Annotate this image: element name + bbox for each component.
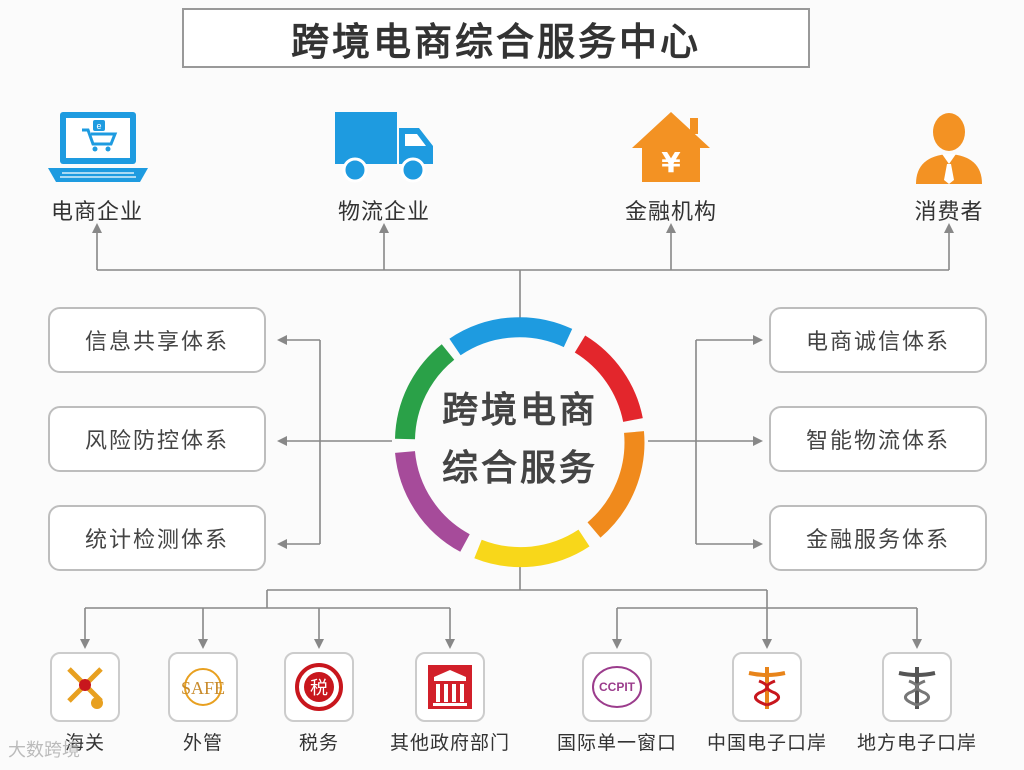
tax-emblem-icon: 税: [284, 652, 354, 722]
ring-segment-red: [574, 335, 643, 423]
customs-emblem-icon: [50, 652, 120, 722]
service-ring: [395, 317, 645, 568]
safe-logo-text: SAFE: [181, 678, 225, 698]
person-icon: [916, 113, 982, 184]
top-item-ecommerce: e 电商企业: [17, 108, 177, 226]
center-line-1: 跨境电商: [441, 390, 598, 431]
svg-text:¥: ¥: [661, 146, 681, 179]
top-item-logistics: 物流企业: [304, 108, 464, 226]
system-box-info-sharing: 信息共享体系: [48, 307, 266, 373]
top-item-consumer: 消费者: [869, 108, 1024, 226]
ring-segment-green: [395, 344, 455, 440]
gov-item-safe: SAFE 外管: [163, 652, 243, 755]
government-building-icon: [415, 652, 485, 722]
page-title: 跨境电商综合服务中心: [182, 8, 810, 68]
gov-item-local-eport: 地方电子口岸: [847, 652, 987, 755]
gov-item-customs: 海关: [45, 652, 125, 755]
system-box-statistics: 统计检测体系: [48, 505, 266, 571]
system-box-credit: 电商诚信体系: [769, 307, 987, 373]
top-item-label: 金融机构: [624, 200, 717, 225]
gov-item-china-eport: 中国电子口岸: [697, 652, 837, 755]
system-box-financial-service: 金融服务体系: [769, 505, 987, 571]
gov-item-other-gov: 其他政府部门: [380, 652, 520, 755]
gov-label: 其他政府部门: [389, 732, 510, 754]
system-box-smart-logistics: 智能物流体系: [769, 406, 987, 472]
gov-label: 中国电子口岸: [706, 732, 827, 754]
tax-logo-text: 税: [310, 678, 328, 699]
gov-label: 地方电子口岸: [856, 732, 977, 754]
top-item-label: 消费者: [914, 200, 984, 225]
laptop-cart-icon: e: [48, 112, 148, 182]
top-item-label: 电商企业: [50, 200, 143, 225]
watermark: 大数跨境: [8, 740, 80, 761]
top-item-finance: ¥ 金融机构: [591, 108, 751, 226]
ccpit-logo-icon: CCPIT: [582, 652, 652, 722]
ccpit-logo-text: CCPIT: [599, 680, 636, 694]
truck-icon: [335, 112, 433, 183]
gov-label: 海关: [64, 732, 105, 754]
caduceus-icon: [732, 652, 802, 722]
house-yen-icon: ¥: [632, 112, 710, 182]
caduceus-gray-icon: [882, 652, 952, 722]
safe-logo-icon: SAFE: [168, 652, 238, 722]
ring-segment-yellow: [474, 529, 590, 568]
top-item-label: 物流企业: [337, 200, 430, 225]
center-label: 跨境电商 综合服务: [405, 382, 635, 498]
ring-segment-orange: [587, 431, 645, 538]
center-line-2: 综合服务: [441, 448, 598, 489]
gov-item-single-window: CCPIT 国际单一窗口: [547, 652, 687, 755]
gov-label: 国际单一窗口: [556, 732, 677, 754]
ring-segment-blue: [449, 317, 573, 356]
gov-label: 税务: [298, 732, 339, 754]
system-box-risk-control: 风险防控体系: [48, 406, 266, 472]
svg-text:e: e: [96, 121, 101, 131]
ring-segment-purple: [395, 450, 470, 552]
gov-label: 外管: [182, 732, 223, 754]
gov-item-tax: 税 税务: [279, 652, 359, 755]
